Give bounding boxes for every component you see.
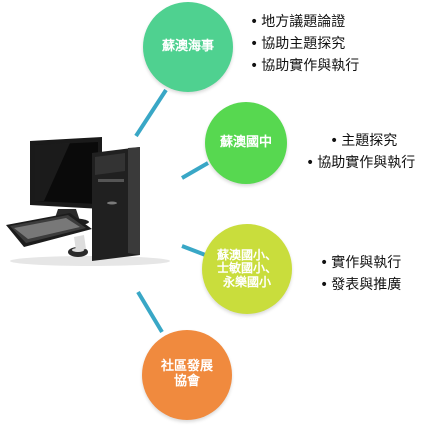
node-suao-junior-high: 蘇澳國中 bbox=[205, 102, 287, 184]
list-item: 協助主題探究 bbox=[250, 33, 359, 55]
node-suao-maritime: 蘇澳海事 bbox=[143, 2, 233, 92]
list-item: 主題探究 bbox=[330, 130, 397, 152]
list-item: 協助實作與執行 bbox=[250, 55, 359, 77]
node-label-line: 協會 bbox=[173, 374, 200, 389]
desktop-computer-icon bbox=[6, 137, 170, 266]
bullet-list-suao-maritime: 地方議題論證 協助主題探究 協助實作與執行 bbox=[250, 11, 359, 77]
list-item: 發表與推廣 bbox=[320, 274, 401, 296]
list-item: 實作與執行 bbox=[320, 252, 401, 274]
bullet-list-suao-junior-high: 主題探究 bbox=[330, 130, 397, 152]
node-label: 社區發展 協會 bbox=[161, 360, 213, 389]
connector-line-1 bbox=[134, 88, 168, 138]
node-label: 蘇澳海事 bbox=[161, 38, 214, 55]
connector-line-2 bbox=[181, 161, 209, 180]
node-elementary-schools: 蘇澳國小、 士敏國小、 永樂國小 bbox=[202, 224, 292, 314]
bullet-list-elementary-schools: 實作與執行 發表與推廣 bbox=[320, 252, 401, 296]
node-label: 蘇澳國小、 士敏國小、 永樂國小 bbox=[216, 247, 277, 289]
bullet-list-suao-junior-high-2: 協助實作與執行 bbox=[306, 152, 415, 174]
node-community-association: 社區發展 協會 bbox=[142, 330, 232, 420]
node-label: 蘇澳國中 bbox=[219, 134, 272, 151]
node-label-line: 蘇澳國中 bbox=[219, 134, 272, 150]
list-item: 協助實作與執行 bbox=[306, 152, 415, 174]
node-label-line: 士敏國小、 bbox=[216, 261, 277, 276]
node-label-line: 蘇澳國小、 bbox=[216, 247, 277, 262]
list-item: 地方議題論證 bbox=[250, 11, 359, 33]
node-label-line: 蘇澳海事 bbox=[161, 38, 214, 54]
connector-line-4 bbox=[136, 290, 164, 334]
node-label-line: 永樂國小 bbox=[222, 274, 271, 289]
node-label-line: 社區發展 bbox=[160, 359, 213, 375]
